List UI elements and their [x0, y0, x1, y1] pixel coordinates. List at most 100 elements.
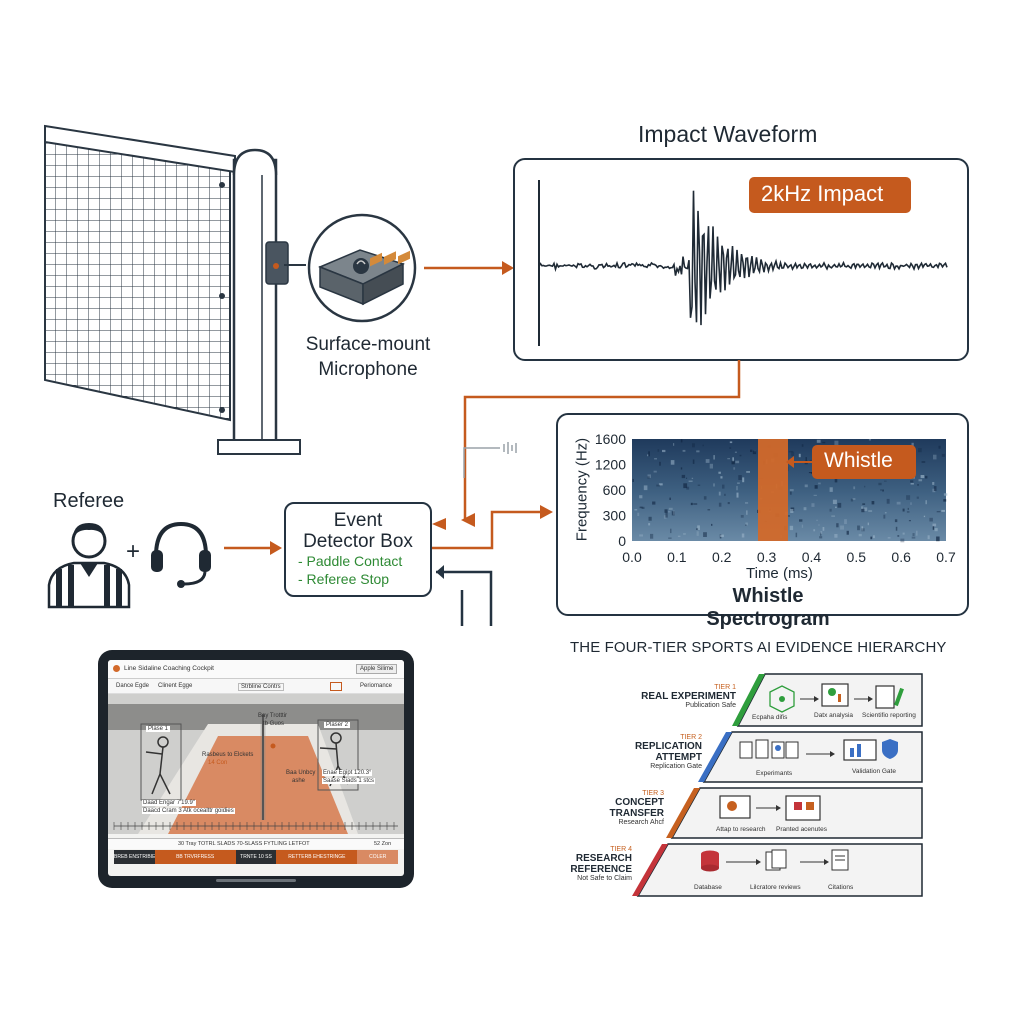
event-detector-box: Event Detector Box - Paddle Contact - Re… [284, 502, 432, 597]
spectrogram-noise [932, 482, 935, 485]
timeline-cell-4[interactable]: COLER [357, 850, 399, 864]
spectrogram-noise [664, 509, 668, 513]
spectrogram-noise [750, 449, 753, 452]
spectrogram-noise [929, 517, 933, 522]
coaching-cockpit-screen: Line Sidaline Coaching Cockpit Apple Sil… [108, 660, 404, 876]
tier-3-number: TIER 3 [642, 790, 664, 797]
callout-right-sub: Saase Siads 1 stcs [322, 778, 376, 784]
tier-4-name: RESEARCH REFERENCE [570, 853, 632, 875]
spectrogram-noise [735, 460, 740, 464]
tier-3-name: CONCEPT TRANSFER [609, 797, 664, 819]
spectrogram-noise [653, 470, 657, 473]
spectrogram-noise [920, 475, 925, 479]
spectrogram-noise [654, 458, 657, 460]
headset-icon [151, 521, 211, 588]
spectrogram-xtick: 0.6 [891, 549, 911, 565]
stats-left: Daad Engar 7'19.9" [142, 800, 196, 806]
spectrogram-ytick: 1600 [595, 431, 626, 447]
spectrogram-noise [934, 528, 938, 532]
callout-right: Enae Egipt 120.3° [322, 770, 373, 776]
tab-0[interactable]: Dance Egde [116, 683, 150, 689]
spectrogram-noise [861, 506, 864, 509]
timeline-cell-3[interactable]: RETTERB EHESTRINGE [276, 850, 358, 864]
spectrogram-noise [711, 523, 713, 526]
timeline-cell-0[interactable]: BREB ENSTRIBIE [114, 850, 155, 864]
spectrogram-noise [911, 536, 916, 539]
spectrogram-noise [677, 535, 681, 537]
cockpit-header: Line Sidaline Coaching Cockpit Apple Sil… [108, 660, 404, 679]
tier-3-sub: Research Ahcf [618, 819, 664, 826]
tier-4-number: TIER 4 [610, 846, 632, 853]
microphone-label-line1: Surface-mount [305, 334, 431, 355]
event-item-paddle-contact: - Paddle Contact [298, 553, 403, 569]
spectrogram-noise [908, 520, 911, 522]
spectrogram-noise [643, 485, 648, 491]
spectrogram-noise [668, 537, 672, 539]
spectrogram-noise [831, 515, 835, 517]
spectrogram-noise [868, 439, 871, 441]
tier-1-sub: Publication Safe [685, 702, 736, 709]
spectrogram-noise [871, 501, 875, 505]
spectrogram-noise [634, 509, 638, 511]
spectrogram-noise [916, 496, 919, 499]
timeline-cell-1[interactable]: BB TRVRFRESS [154, 850, 236, 864]
spectrogram-noise [724, 493, 726, 496]
callout-top: Bay Trotttir [258, 713, 288, 719]
spectrogram-noise [697, 484, 701, 486]
spectrogram-noise [789, 489, 794, 492]
spectrogram-noise [816, 519, 818, 521]
spectrogram-noise [936, 536, 940, 542]
spectrogram-xtick: 0.5 [847, 549, 867, 565]
spectrogram-noise [938, 445, 941, 449]
spectrogram-noise [943, 493, 948, 496]
spectrogram-noise [850, 498, 854, 502]
spectrogram-noise [880, 489, 882, 491]
tier-4-step-1: Lilcratore reviews [750, 884, 801, 891]
spectrogram-noise [911, 442, 914, 448]
spectrogram-noise [733, 467, 736, 470]
tier-1-step-0: Ecpaha difis [752, 714, 788, 721]
tab-2[interactable]: Strbline Contrs [238, 683, 284, 691]
callout-left-sub: 14 Con [208, 760, 228, 766]
spectrogram-noise [834, 477, 838, 483]
spectrogram-noise [650, 533, 654, 539]
spectrogram-noise [832, 499, 837, 504]
spectrogram-noise [861, 528, 865, 532]
spectrogram-noise [738, 475, 742, 480]
spectrogram-noise [789, 525, 794, 531]
spectrogram-noise [814, 485, 818, 489]
spectrogram-noise [709, 463, 713, 469]
spectrogram-noise [925, 500, 927, 505]
timeline-right: 52 Zon [374, 841, 392, 847]
spectrogram-noise [671, 511, 675, 516]
timeline-cell-2[interactable]: TRNTE 10 SS [235, 850, 277, 864]
tab-flag-icon[interactable] [330, 682, 342, 691]
microphone-label: Surface-mount Microphone [298, 332, 438, 382]
spectrogram-noise [652, 501, 656, 505]
spectrogram-noise [808, 472, 813, 474]
tab-1[interactable]: Clinent Egge [158, 683, 193, 689]
spectrogram-noise [789, 491, 792, 495]
spectrogram-noise [729, 441, 733, 444]
spectrogram-noise [853, 486, 856, 490]
whistle-sound-icon [463, 442, 517, 478]
top-button[interactable]: Apple Silime [356, 664, 398, 674]
waveform-to-detector-line [461, 360, 741, 527]
spectrogram-noise [718, 471, 721, 474]
spectrogram-noise [682, 449, 686, 452]
spectrogram-noise [801, 524, 804, 528]
spectrogram-noise [923, 515, 926, 518]
spectrogram-noise [816, 439, 821, 443]
spectrogram-noise [703, 496, 707, 500]
tab-3[interactable]: Periomance [360, 683, 393, 689]
spectrogram-noise [656, 484, 660, 487]
spectrogram-noise [727, 502, 730, 505]
spectrogram-xtick: 0.0 [622, 549, 642, 565]
detector-to-spectrogram-arrow [432, 505, 553, 550]
microphone-label-line2: Microphone [318, 359, 418, 380]
callout-left: Rasbeus to Elckets [202, 752, 254, 758]
spectrogram-noise [791, 451, 795, 456]
spectrogram-noise [718, 502, 722, 507]
spectrogram-noise [683, 483, 688, 489]
